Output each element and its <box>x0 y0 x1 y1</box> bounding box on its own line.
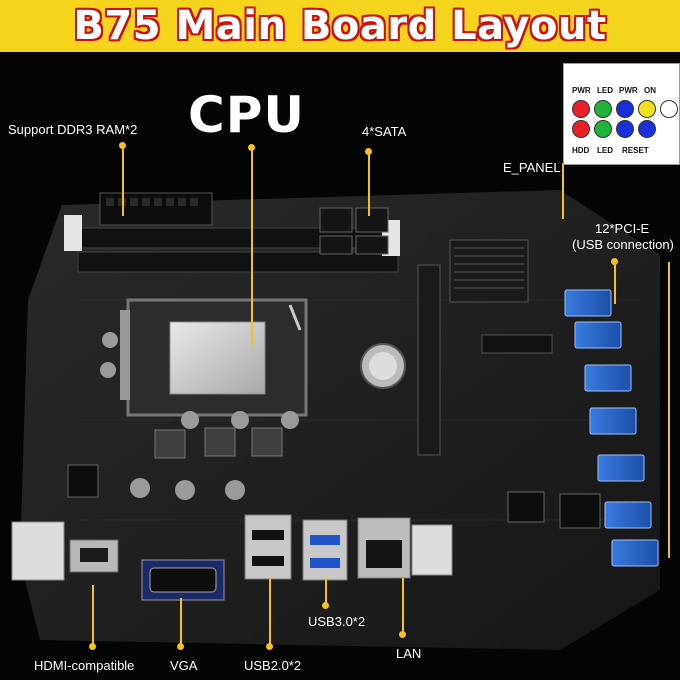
m2-slot <box>481 334 553 354</box>
sata-label: 4*SATA <box>362 124 407 139</box>
leader-cpu <box>251 148 253 346</box>
leader-dot-hdmi <box>89 643 96 650</box>
leader-usb2 <box>269 578 271 648</box>
leader-lan <box>402 578 404 636</box>
leader-dot-vga <box>177 643 184 650</box>
leader-pcie-bracket <box>668 262 670 558</box>
chipset-heatsink <box>449 239 529 303</box>
leader-dot-sata <box>365 148 372 155</box>
pin-reset-1 <box>616 120 634 138</box>
leader-pcie <box>614 262 616 304</box>
vga-label: VGA <box>170 658 198 673</box>
sata-ports <box>319 207 389 255</box>
pin-pwr-led <box>572 100 590 118</box>
ep-bottom-label-1: HDD <box>572 146 590 155</box>
leader-epanel <box>562 163 564 219</box>
cpu-label: CPU <box>188 86 305 144</box>
io-shield-left <box>11 521 65 581</box>
pin-on <box>638 100 656 118</box>
leader-sata <box>368 152 370 216</box>
usb2-label: USB2.0*2 <box>244 658 302 673</box>
leader-dot-usb3 <box>322 602 329 609</box>
usb3-ports <box>302 519 348 581</box>
pin-hdd <box>572 120 590 138</box>
lan-label: LAN <box>396 646 422 661</box>
pcie-power-2 <box>559 493 601 529</box>
cpu-power-connector <box>67 464 99 498</box>
leader-hdmi <box>92 585 94 647</box>
pcie-label-line2: (USB connection) <box>572 237 674 252</box>
io-shield-right <box>411 524 453 576</box>
pcie-power-1 <box>507 491 545 523</box>
leader-dot-lan <box>399 631 406 638</box>
leader-vga <box>180 598 182 648</box>
leader-dot-ram <box>119 142 126 149</box>
ep-bottom-label-3: RESET <box>622 146 649 155</box>
epanel-diagram: PWR LED PWR ON HDD LED RESET <box>563 63 680 165</box>
leader-dot-cpu <box>248 144 255 151</box>
hdmi-label: HDMI-compatible <box>34 658 135 673</box>
pin-pwr <box>616 100 634 118</box>
pin-reset-2 <box>638 120 656 138</box>
epanel-label: E_PANEL <box>503 160 561 175</box>
ep-bottom-label-2: LED <box>597 146 613 155</box>
pin-hdd-led <box>594 120 612 138</box>
leader-ram <box>122 146 124 216</box>
ep-top-label-3: PWR <box>619 86 638 95</box>
page-title: B75 Main Board Layout <box>73 3 607 49</box>
ep-top-label-4: ON <box>644 86 656 95</box>
title-banner: B75 Main Board Layout <box>0 0 680 52</box>
usb3-label: USB3.0*2 <box>308 614 366 629</box>
pcie-label-line1: 12*PCI-E <box>595 221 650 236</box>
ep-top-label-2: LED <box>597 86 613 95</box>
motherboard-illustration <box>11 190 660 650</box>
leader-dot-pcie <box>611 258 618 265</box>
ep-top-label-1: PWR <box>572 86 591 95</box>
usb2-ports <box>244 514 292 580</box>
pcie-slot <box>417 264 441 456</box>
leader-usb3 <box>325 578 327 606</box>
usb-riser-ports <box>564 289 659 567</box>
pin-led <box>594 100 612 118</box>
ram-label: Support DDR3 RAM*2 <box>8 122 138 137</box>
pin-empty <box>660 100 678 118</box>
atx-power-connector <box>99 192 213 226</box>
leader-dot-usb2 <box>266 643 273 650</box>
cpu-socket <box>120 298 308 417</box>
